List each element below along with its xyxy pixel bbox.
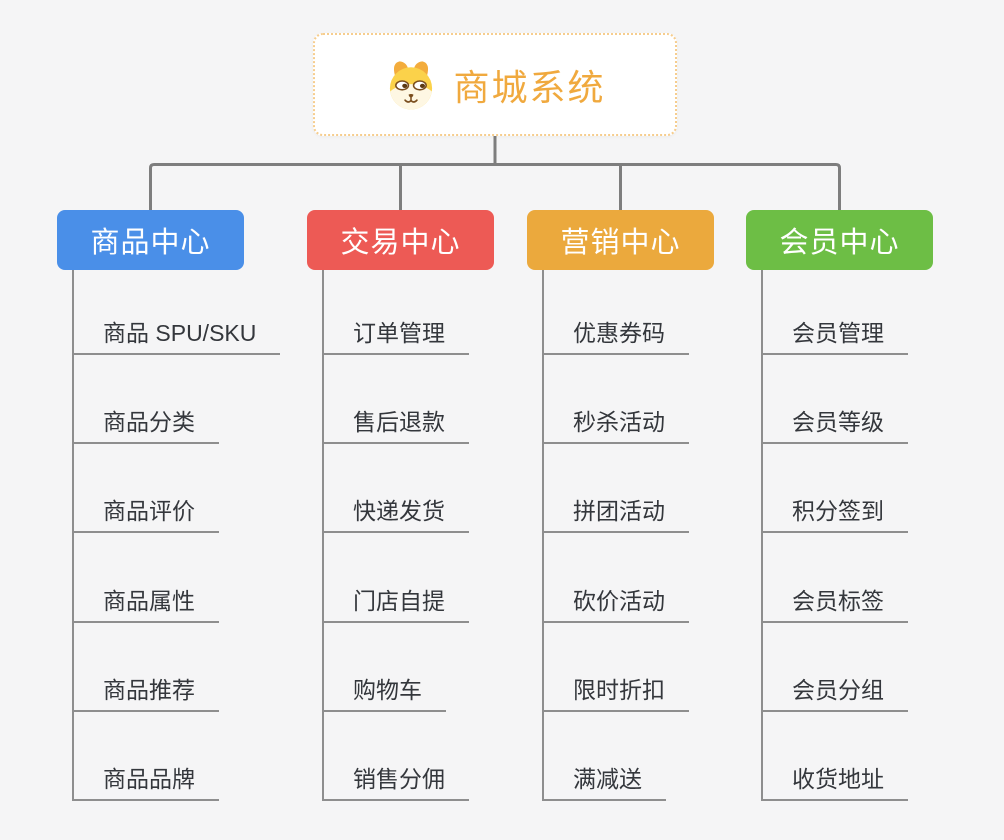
branch-node-product-center[interactable]: 商品中心 xyxy=(57,210,244,270)
root-node[interactable]: 商城系统 xyxy=(313,33,677,136)
leaf-node[interactable]: 会员标签 xyxy=(761,533,908,623)
leaf-node[interactable]: 商品分类 xyxy=(72,355,219,445)
branch-label: 交易中心 xyxy=(340,227,461,259)
leaf-node[interactable]: 销售分佣 xyxy=(322,712,469,801)
leaf-node[interactable]: 会员管理 xyxy=(761,266,908,355)
branch-trunk-line xyxy=(72,270,74,801)
leaf-node[interactable]: 售后退款 xyxy=(322,355,469,445)
leaf-node[interactable]: 限时折扣 xyxy=(542,623,689,712)
leaf-node[interactable]: 门店自提 xyxy=(322,533,469,623)
branch-label: 会员中心 xyxy=(779,227,900,259)
dog-mascot-icon xyxy=(390,60,433,109)
branch-node-trade-center[interactable]: 交易中心 xyxy=(307,210,494,270)
root-title: 商城系统 xyxy=(453,66,606,108)
branch-items: 订单管理 售后退款 快递发货 门店自提 购物车 销售分佣 xyxy=(322,266,469,801)
branch-items: 商品 SPU/SKU 商品分类 商品评价 商品属性 商品推荐 商品品牌 xyxy=(72,266,281,801)
leaf-node[interactable]: 订单管理 xyxy=(322,266,469,355)
leaf-node[interactable]: 购物车 xyxy=(322,623,446,712)
branch-items: 优惠券码 秒杀活动 拼团活动 砍价活动 限时折扣 满减送 xyxy=(542,266,689,801)
leaf-node[interactable]: 积分签到 xyxy=(761,444,908,534)
branch-trunk-line xyxy=(761,270,763,801)
leaf-node[interactable]: 商品 SPU/SKU xyxy=(72,266,281,355)
leaf-node[interactable]: 会员等级 xyxy=(761,355,908,445)
branch-items: 会员管理 会员等级 积分签到 会员标签 会员分组 收货地址 xyxy=(761,266,908,801)
branch-label: 营销中心 xyxy=(560,227,681,259)
leaf-node[interactable]: 快递发货 xyxy=(322,444,469,534)
leaf-node[interactable]: 收货地址 xyxy=(761,712,908,801)
leaf-node[interactable]: 拼团活动 xyxy=(542,444,689,534)
branch-node-marketing-center[interactable]: 营销中心 xyxy=(527,210,714,270)
branch-node-member-center[interactable]: 会员中心 xyxy=(746,210,933,270)
branch-trunk-line xyxy=(322,270,324,801)
leaf-node[interactable]: 商品推荐 xyxy=(72,623,219,712)
leaf-node[interactable]: 满减送 xyxy=(542,712,666,801)
leaf-node[interactable]: 优惠券码 xyxy=(542,266,689,355)
leaf-node[interactable]: 砍价活动 xyxy=(542,533,689,623)
branch-label: 商品中心 xyxy=(90,227,211,259)
leaf-node[interactable]: 会员分组 xyxy=(761,623,908,712)
leaf-node[interactable]: 商品品牌 xyxy=(72,712,219,801)
branch-trunk-line xyxy=(542,270,544,801)
leaf-node[interactable]: 商品属性 xyxy=(72,533,219,623)
leaf-node[interactable]: 秒杀活动 xyxy=(542,355,689,445)
leaf-node[interactable]: 商品评价 xyxy=(72,444,219,534)
